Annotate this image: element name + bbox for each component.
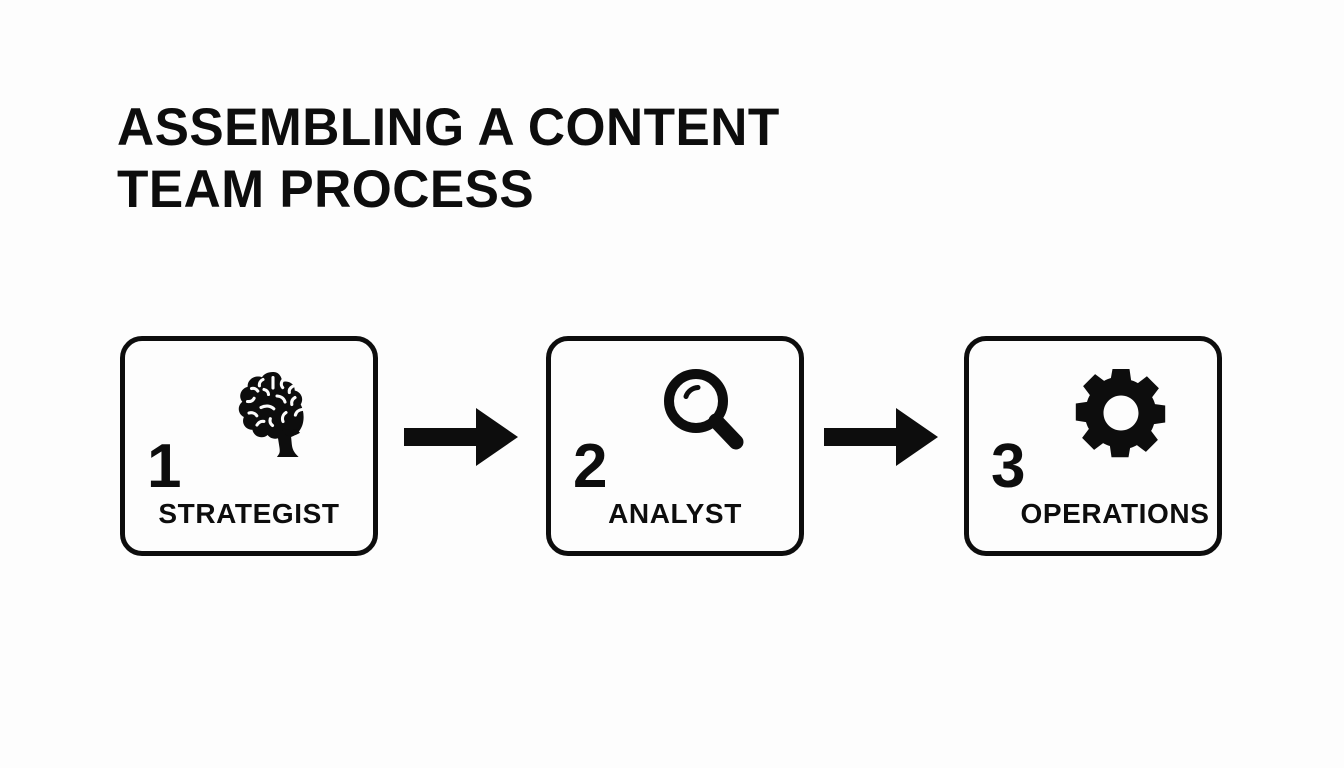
gear-icon (1071, 363, 1171, 463)
process-step-card-2[interactable]: 2 ANALYST (546, 336, 804, 556)
process-flow: 1 STRATEGIST 2 ANALYST 3 (0, 336, 1344, 558)
brain-icon (227, 363, 327, 463)
arrow-right-icon (824, 408, 938, 466)
step-label: STRATEGIST (158, 498, 340, 529)
arrow-right-icon (404, 408, 518, 466)
step-label: ANALYST (608, 498, 742, 529)
page-title-line-2: TEAM PROCESS (117, 160, 535, 219)
step-number: 3 (991, 432, 1026, 501)
step-label: OPERATIONS (1020, 498, 1210, 529)
magnifier-icon (653, 363, 753, 463)
process-step-card-1[interactable]: 1 STRATEGIST (120, 336, 378, 556)
page-title-line-1: ASSEMBLING A CONTENT (117, 98, 780, 157)
step-number: 1 (147, 432, 182, 501)
process-step-card-3[interactable]: 3 OPERATIONS (964, 336, 1222, 556)
step-number: 2 (573, 432, 608, 501)
page-title: ASSEMBLING A CONTENT TEAM PROCESS (117, 97, 917, 221)
